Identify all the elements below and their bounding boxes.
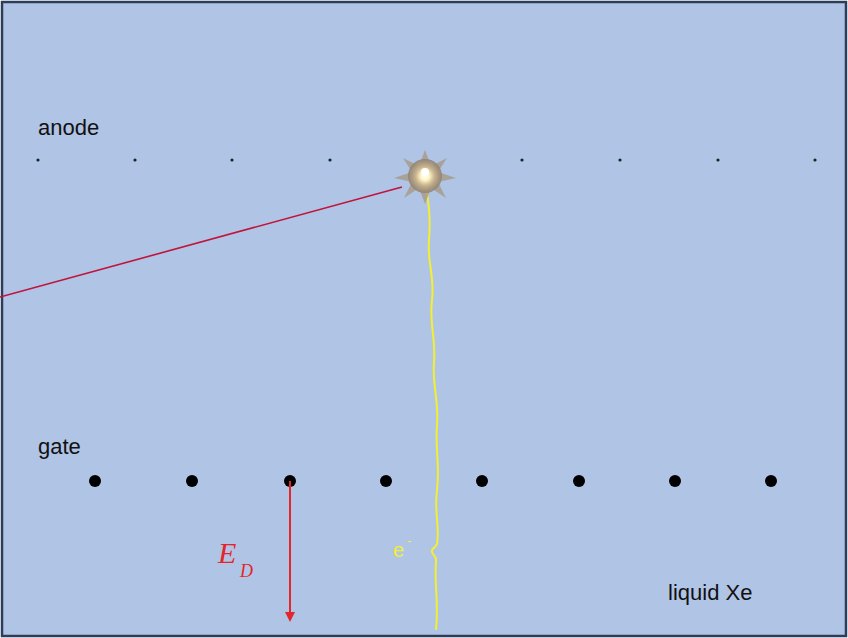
scintillation-flash bbox=[394, 150, 456, 204]
electron-symbol: e bbox=[393, 540, 404, 560]
field-symbol: E bbox=[218, 538, 236, 568]
electrode-label: gate bbox=[38, 436, 81, 458]
electron-charge: - bbox=[407, 534, 411, 547]
field-subscript: D bbox=[240, 562, 253, 580]
gate-wires bbox=[89, 475, 777, 487]
leader-line bbox=[0, 187, 402, 297]
medium-label: liquid Xe bbox=[668, 582, 752, 604]
electrode-label: anode bbox=[38, 117, 99, 139]
electron-track bbox=[425, 180, 438, 630]
drift-field-arrow bbox=[289, 481, 291, 620]
